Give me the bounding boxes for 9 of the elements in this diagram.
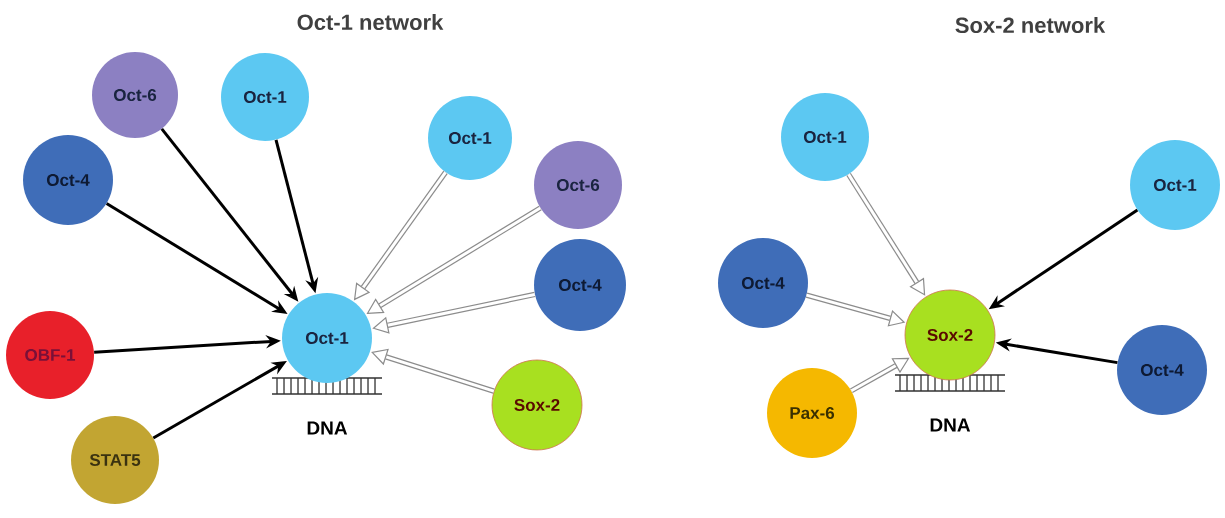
dna-label: DNA (930, 418, 971, 432)
arrow (371, 348, 495, 394)
dna-label: DNA (307, 421, 348, 435)
network-title: Sox-2 network (955, 16, 1106, 34)
network-title: Oct-1 network (297, 13, 444, 31)
arrow (372, 291, 536, 334)
arrow (366, 205, 542, 314)
arrow (846, 172, 926, 296)
arrow (850, 357, 910, 394)
